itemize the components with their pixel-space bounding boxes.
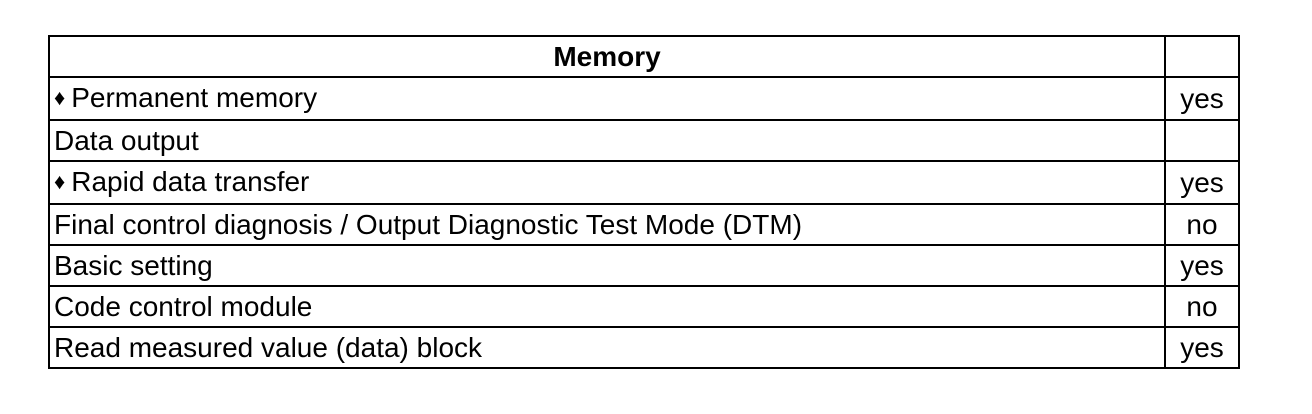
row-value [1164,119,1240,162]
table-row-permanent-memory: ♦Permanent memory yes [48,76,1240,121]
table-row-final-control-diagnosis: Final control diagnosis / Output Diagnos… [48,203,1240,246]
memory-table: Memory ♦Permanent memory yes Data output… [48,35,1240,369]
table-header-value [1164,35,1240,78]
row-value: yes [1164,326,1240,369]
diamond-bullet-icon: ♦ [54,169,66,194]
row-label-cell: Data output [48,119,1166,162]
row-label: Read measured value (data) block [54,332,483,363]
row-label: Permanent memory [71,82,318,113]
row-label: Basic setting [54,250,213,281]
row-label-cell: Basic setting [48,244,1166,287]
diamond-bullet-icon: ♦ [54,85,66,110]
row-label-cell: ♦Rapid data transfer [48,160,1166,205]
table-row-basic-setting: Basic setting yes [48,244,1240,287]
row-label-cell: Final control diagnosis / Output Diagnos… [48,203,1166,246]
row-label: Code control module [54,291,313,322]
table-header-title: Memory [48,35,1166,78]
table-row-data-output: Data output [48,119,1240,162]
row-label-cell: Code control module [48,285,1166,328]
row-value: no [1164,285,1240,328]
row-value: yes [1164,160,1240,205]
row-value: no [1164,203,1240,246]
row-value: yes [1164,76,1240,121]
row-value: yes [1164,244,1240,287]
row-label: Rapid data transfer [71,166,310,197]
row-label: Data output [54,125,199,156]
table-row-code-control-module: Code control module no [48,285,1240,328]
table-header-row: Memory [48,35,1240,78]
table-row-read-measured-value-block: Read measured value (data) block yes [48,326,1240,369]
row-label-cell: ♦Permanent memory [48,76,1166,121]
row-label-cell: Read measured value (data) block [48,326,1166,369]
table-row-rapid-data-transfer: ♦Rapid data transfer yes [48,160,1240,205]
row-label: Final control diagnosis / Output Diagnos… [54,209,803,240]
